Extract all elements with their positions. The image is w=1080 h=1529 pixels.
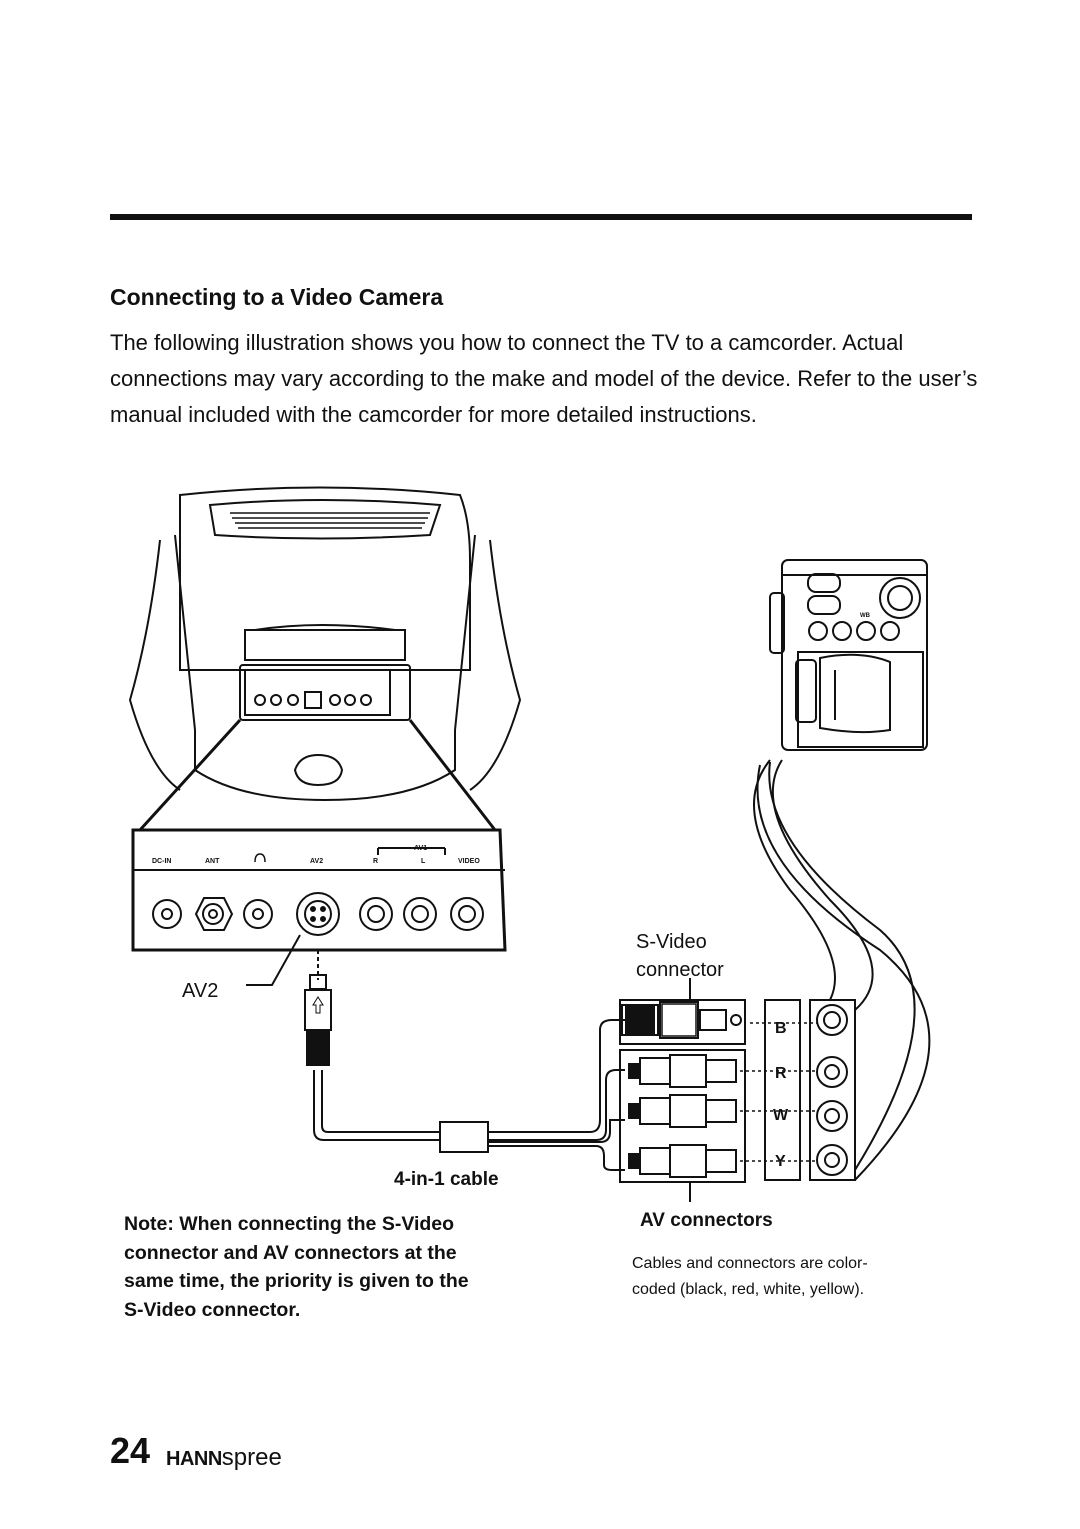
av-plugs bbox=[619, 999, 746, 1183]
cable-label: 4-in-1 cable bbox=[394, 1169, 499, 1190]
camera-wb-label: WB bbox=[860, 613, 871, 619]
tv-back-illustration bbox=[128, 486, 522, 832]
headphone-icon bbox=[254, 853, 266, 863]
panel-label-av2: AV2 bbox=[310, 858, 323, 865]
camcorder-illustration bbox=[769, 559, 928, 751]
plug-letter-w: W bbox=[773, 1107, 789, 1124]
page-title: Connecting to a Video Camera bbox=[110, 284, 444, 310]
plug-letter-b: B bbox=[775, 1020, 787, 1037]
caption-line-1: Cables and connectors are color- bbox=[632, 1255, 868, 1272]
camera-connector-panel bbox=[809, 999, 856, 1181]
svideo-label-line2: connector bbox=[636, 959, 724, 981]
tv-connector-panel bbox=[131, 828, 507, 952]
panel-label-r: R bbox=[373, 858, 378, 865]
plug-letter-y: Y bbox=[775, 1153, 786, 1170]
four-in-one-cable bbox=[313, 1019, 625, 1171]
intro-paragraph: The following illustration shows you how… bbox=[110, 330, 978, 427]
svideo-label-line1: S-Video bbox=[636, 931, 707, 953]
panel-label-l: L bbox=[421, 858, 426, 865]
header-rule bbox=[110, 214, 972, 220]
brand-logo-bold: HANN bbox=[166, 1448, 222, 1470]
panel-label-dcin: DC-IN bbox=[152, 858, 171, 865]
panel-label-ant: ANT bbox=[205, 858, 220, 865]
connection-diagram: DC-IN ANT AV2 R L VIDEO AV1 WB AV2 S-Vid… bbox=[128, 486, 931, 1298]
panel-label-av1: AV1 bbox=[414, 845, 427, 852]
panel-label-video: VIDEO bbox=[458, 858, 480, 865]
brand-logo-light: spree bbox=[221, 1444, 282, 1471]
priority-note: Note: When connecting the S-Video connec… bbox=[124, 1213, 469, 1321]
av2-callout-label: AV2 bbox=[182, 980, 218, 1002]
av-connectors-label: AV connectors bbox=[640, 1210, 773, 1231]
page-number: 24 bbox=[110, 1430, 151, 1471]
caption-line-2: coded (black, red, white, yellow). bbox=[632, 1281, 864, 1298]
brand-logo: HANNspree bbox=[166, 1444, 282, 1472]
plug-letter-r: R bbox=[775, 1065, 787, 1082]
